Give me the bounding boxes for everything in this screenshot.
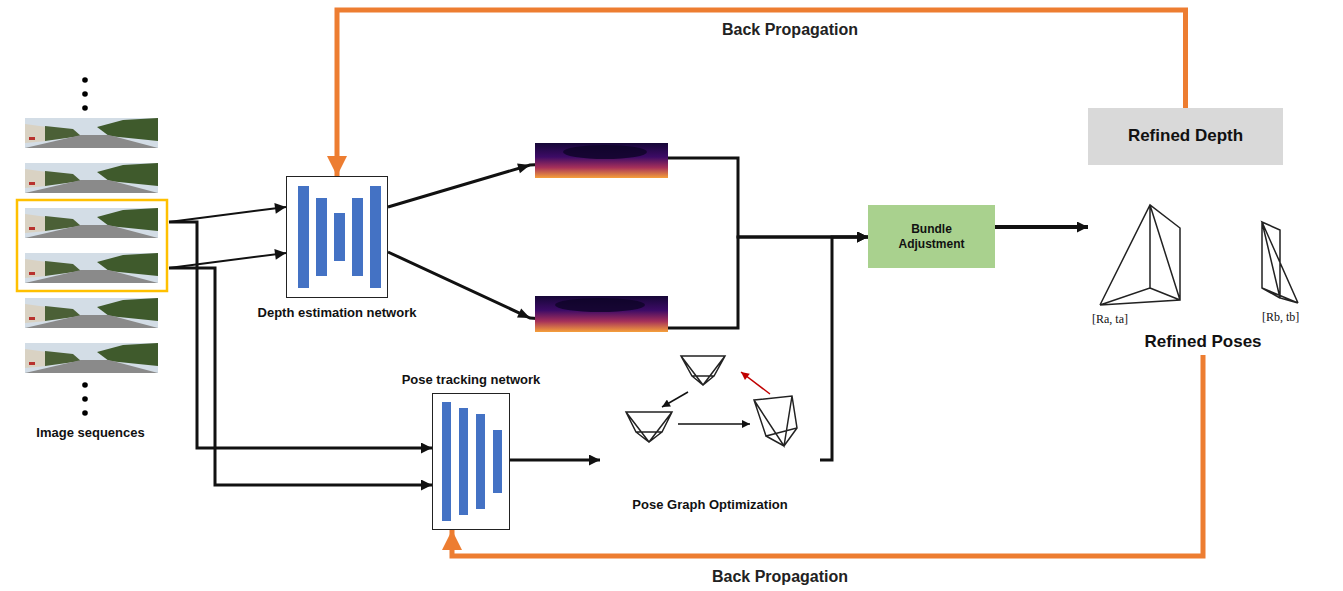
frame-thumbnail <box>25 208 158 238</box>
flow-arrow <box>820 237 868 460</box>
ellipsis-dot <box>82 410 88 416</box>
depth-map-detail <box>555 298 645 312</box>
node-label: Refined Poses <box>1144 332 1261 352</box>
layer-bar <box>334 213 345 261</box>
layer-bar <box>370 186 381 288</box>
arrow-head <box>517 308 530 318</box>
frame-thumbnail <box>25 163 158 193</box>
flow-arrow <box>169 253 286 268</box>
refined-depth-box: Refined Depth <box>1088 108 1283 165</box>
frame-thumbnail <box>25 343 158 373</box>
node-label: Bundle Adjustment <box>887 222 977 251</box>
flow-arrow <box>169 268 432 485</box>
pose-network: Pose tracking network <box>432 393 510 530</box>
image-sequence: Image sequences <box>12 72 169 444</box>
layer-bar <box>476 414 485 509</box>
layer-bar <box>442 402 451 521</box>
frame-thumbnail <box>25 118 158 148</box>
depth-map <box>535 296 668 332</box>
flow-arrow <box>995 225 1088 229</box>
refined-poses: Refined Poses <box>1088 190 1318 355</box>
graph-arrow <box>678 423 750 425</box>
ellipsis-dot <box>82 105 88 111</box>
node-label: Pose Graph Optimization <box>632 497 787 513</box>
camera-icon <box>681 356 725 385</box>
layer-bar <box>298 186 309 288</box>
ellipsis-dot <box>82 77 88 83</box>
node-label: Depth estimation network <box>258 305 417 321</box>
node-label: Image sequences <box>36 425 144 441</box>
bundle-adjustment-box: Bundle Adjustment <box>868 205 995 268</box>
frame-thumbnail <box>25 253 158 283</box>
flow-arrow <box>510 459 600 462</box>
edge-label: Back Propagation <box>719 21 861 39</box>
layer-bar <box>316 198 327 276</box>
feedback-arrow <box>337 10 1186 176</box>
layer-bar <box>459 408 468 515</box>
layer-bar <box>493 430 502 493</box>
camera-frustum <box>1100 205 1180 305</box>
camera-icon <box>626 412 672 442</box>
node-label: Pose tracking network <box>402 372 541 388</box>
ellipsis-dot <box>82 382 88 388</box>
pose-graph: Pose Graph Optimization <box>600 345 820 475</box>
edge-label: Back Propagation <box>709 568 851 586</box>
depth-network: Depth estimation network <box>286 176 388 298</box>
selection-frame <box>17 200 167 291</box>
pose-label: [Ra, ta] <box>1092 312 1128 327</box>
depth-map <box>535 143 668 178</box>
layer-bar <box>352 198 363 276</box>
graph-arrow <box>662 392 688 407</box>
arrow-head <box>517 164 530 174</box>
frame-thumbnail <box>25 298 158 328</box>
flow-arrow <box>169 207 286 222</box>
depth-map-detail <box>563 145 647 159</box>
camera-icon <box>754 396 797 446</box>
node-label: Refined Depth <box>1128 126 1243 146</box>
loop-closure-arrow <box>741 372 770 394</box>
feedback-arrow <box>452 355 1203 556</box>
camera-frustum <box>1262 222 1298 303</box>
ellipsis-dot <box>82 396 88 402</box>
pose-label: [Rb, tb] <box>1262 310 1299 325</box>
ellipsis-dot <box>82 91 88 97</box>
